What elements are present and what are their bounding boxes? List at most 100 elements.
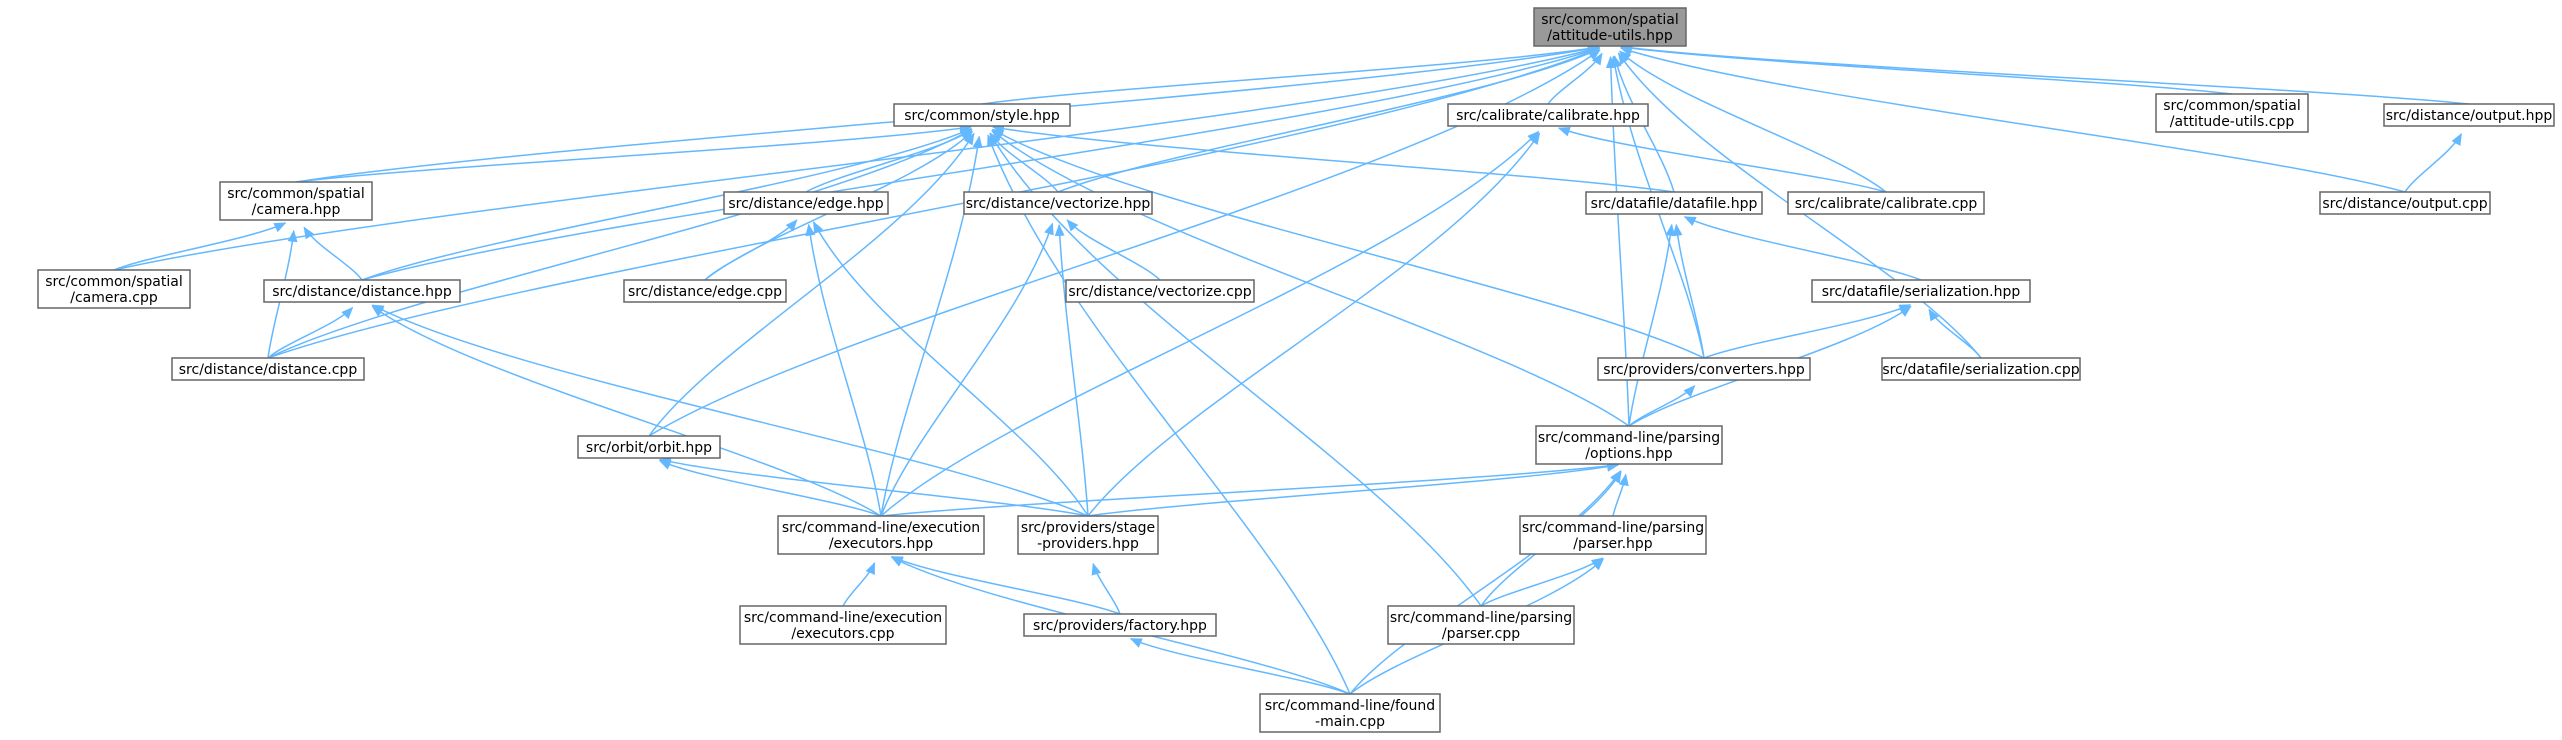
edge-orbit_hpp-executors_hpp: [658, 459, 882, 517]
node-label: src/distance/output.cpp: [2322, 196, 2487, 212]
node-parser_cpp[interactable]: src/command-line/parsing/parser.cpp: [1387, 605, 1575, 645]
node-edge_hpp[interactable]: src/distance/edge.hpp: [723, 191, 889, 215]
node-label: /options.hpp: [1585, 446, 1672, 462]
node-distance_cpp[interactable]: src/distance/distance.cpp: [171, 357, 365, 381]
node-vectorize_cpp[interactable]: src/distance/vectorize.cpp: [1065, 279, 1255, 303]
node-box: [1585, 191, 1763, 215]
node-label: src/datafile/datafile.hpp: [1591, 196, 1758, 212]
edge-datafile_hpp-converters_hpp: [1672, 223, 1705, 359]
node-box: [723, 191, 889, 215]
node-box: [1811, 279, 2031, 303]
edge-datafile_hpp-options_hpp: [1628, 223, 1676, 427]
node-label: src/command-line/parsing: [1390, 610, 1572, 626]
node-label: /camera.hpp: [252, 202, 341, 218]
node-label: src/providers/converters.hpp: [1603, 362, 1805, 378]
node-executors_cpp[interactable]: src/command-line/execution/executors.cpp: [739, 605, 947, 645]
edge-camera_hpp-distance_hpp: [303, 226, 363, 281]
node-label: src/command-line/found: [1265, 698, 1435, 714]
edge-attitude_hpp-output_hpp: [1619, 43, 2470, 105]
edge-style_hpp-executors_hpp: [880, 135, 983, 517]
node-box: [1535, 425, 1723, 465]
node-label: src/distance/edge.cpp: [628, 284, 782, 300]
node-executors_hpp[interactable]: src/command-line/execution/executors.hpp: [777, 515, 985, 555]
edge-distance_hpp-executors_hpp: [371, 305, 882, 517]
node-vectorize_hpp[interactable]: src/distance/vectorize.hpp: [963, 191, 1153, 215]
node-camera_cpp[interactable]: src/common/spatial/camera.cpp: [37, 269, 191, 309]
node-box: [1597, 357, 1811, 381]
node-label: src/common/spatial: [45, 274, 182, 290]
edge-style_hpp-orbit_hpp: [648, 132, 975, 437]
edge-vectorize_hpp-vectorize_cpp: [1066, 219, 1161, 281]
node-box: [2155, 93, 2309, 133]
node-style_hpp[interactable]: src/common/style.hpp: [893, 103, 1071, 127]
node-factory_hpp[interactable]: src/providers/factory.hpp: [1023, 613, 1217, 637]
edge-style_hpp-converters_hpp: [991, 128, 1705, 359]
edge-attitude_hpp-calibrate_cpp: [1618, 50, 1887, 193]
edge-executors_hpp-executors_cpp: [842, 561, 876, 607]
edge-style_hpp-datafile_hpp: [991, 123, 1675, 193]
node-distance_hpp[interactable]: src/distance/distance.hpp: [263, 279, 461, 303]
edge-attitude_hpp-output_cpp: [1619, 46, 2406, 193]
node-stage_hpp[interactable]: src/providers/stage-providers.hpp: [1017, 515, 1159, 555]
node-label: src/distance/edge.hpp: [728, 196, 883, 212]
node-attitude_cpp[interactable]: src/common/spatial/attitude-utils.cpp: [2155, 93, 2309, 133]
node-label: src/common/spatial: [2163, 98, 2300, 114]
node-label: src/command-line/execution: [744, 610, 942, 626]
node-label: -main.cpp: [1315, 714, 1385, 730]
node-calibrate_hpp[interactable]: src/calibrate/calibrate.hpp: [1447, 103, 1649, 127]
edge-calibrate_hpp-stage_hpp: [1087, 132, 1541, 517]
edge-stage_hpp-factory_hpp: [1091, 562, 1121, 615]
node-label: /parser.cpp: [1442, 626, 1520, 642]
node-box: [1533, 7, 1687, 47]
node-serialization_hpp[interactable]: src/datafile/serialization.hpp: [1811, 279, 2031, 303]
edge-attitude_hpp-distance_cpp: [267, 47, 1601, 359]
node-orbit_hpp[interactable]: src/orbit/orbit.hpp: [577, 435, 721, 459]
node-label: /executors.hpp: [829, 536, 933, 552]
node-calibrate_cpp[interactable]: src/calibrate/calibrate.cpp: [1787, 191, 1985, 215]
node-box: [37, 269, 191, 309]
node-label: /attitude-utils.cpp: [2170, 114, 2295, 130]
edge-converters_hpp-options_hpp: [1628, 385, 1696, 427]
node-box: [1023, 613, 1217, 637]
node-output_hpp[interactable]: src/distance/output.hpp: [2383, 103, 2555, 127]
node-edge_cpp[interactable]: src/distance/edge.cpp: [623, 279, 787, 303]
edge-style_hpp-options_hpp: [991, 129, 1630, 427]
node-label: src/command-line/parsing: [1522, 520, 1704, 536]
node-box: [2383, 103, 2555, 127]
edge-vectorize_hpp-executors_hpp: [880, 222, 1054, 517]
edge-edge_hpp-edge_cpp: [704, 219, 798, 281]
node-serialization_cpp[interactable]: src/datafile/serialization.cpp: [1881, 357, 2081, 381]
node-label: src/distance/distance.hpp: [272, 284, 452, 300]
node-box: [893, 103, 1071, 127]
edge-style_hpp-distance_hpp: [361, 127, 973, 281]
node-label: src/distance/vectorize.hpp: [966, 196, 1151, 212]
edge-calibrate_hpp-calibrate_cpp: [1557, 126, 1887, 193]
node-box: [623, 279, 787, 303]
node-box: [1259, 693, 1441, 733]
node-label: /attitude-utils.hpp: [1547, 28, 1673, 44]
node-box: [777, 515, 985, 555]
edges-layer: [113, 43, 2470, 695]
edge-distance_hpp-distance_cpp: [267, 306, 354, 359]
node-camera_hpp[interactable]: src/common/spatial/camera.hpp: [219, 181, 373, 221]
node-label: src/distance/output.hpp: [2386, 108, 2553, 124]
node-label: /camera.cpp: [70, 290, 158, 306]
node-options_hpp[interactable]: src/command-line/parsing/options.hpp: [1535, 425, 1723, 465]
edge-attitude_hpp-style_hpp: [981, 43, 1601, 105]
node-label: src/providers/stage: [1021, 520, 1155, 536]
edge-vectorize_hpp-stage_hpp: [1054, 223, 1089, 517]
node-label: src/distance/vectorize.cpp: [1068, 284, 1251, 300]
node-output_cpp[interactable]: src/distance/output.cpp: [2319, 191, 2491, 215]
node-converters_hpp[interactable]: src/providers/converters.hpp: [1597, 357, 1811, 381]
node-attitude_hpp[interactable]: src/common/spatial/attitude-utils.hpp: [1533, 7, 1687, 47]
node-label: src/common/style.hpp: [904, 108, 1060, 124]
node-box: [219, 181, 373, 221]
node-datafile_hpp[interactable]: src/datafile/datafile.hpp: [1585, 191, 1763, 215]
edge-options_hpp-parser_hpp: [1612, 473, 1629, 517]
edge-options_hpp-main_cpp: [1349, 470, 1622, 695]
node-label: src/command-line/execution: [782, 520, 980, 536]
edge-serialization_hpp-converters_hpp: [1703, 304, 1912, 359]
node-parser_hpp[interactable]: src/command-line/parsing/parser.hpp: [1519, 515, 1707, 555]
node-main_cpp[interactable]: src/command-line/found-main.cpp: [1259, 693, 1441, 733]
node-box: [1447, 103, 1649, 127]
